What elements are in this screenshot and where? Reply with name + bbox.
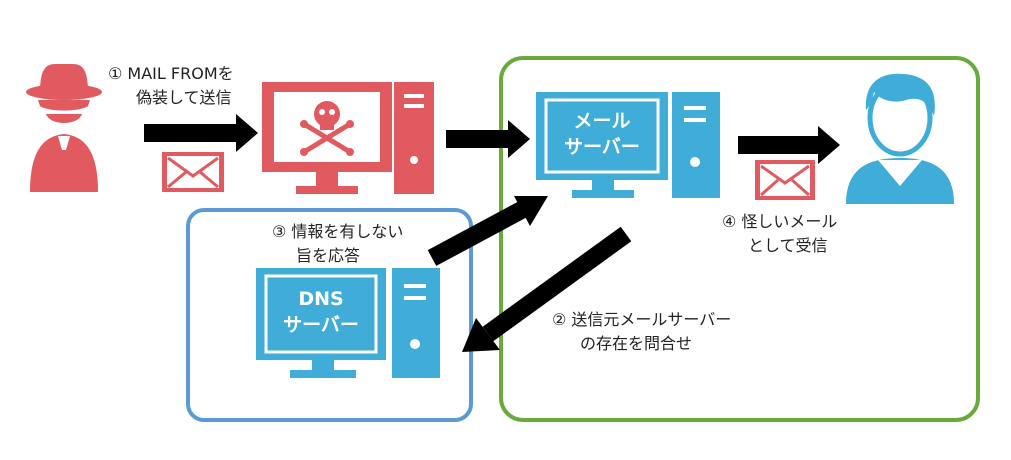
receiver-network-box <box>499 56 980 422</box>
dns-server-line2: サーバー <box>283 314 359 336</box>
arrow-2 <box>462 226 632 352</box>
mail-server-label: メール サーバー <box>546 108 658 160</box>
step2-line2: の存在を問合せ <box>580 334 693 353</box>
user-icon <box>846 73 954 204</box>
step4-line2: として受信 <box>748 236 828 255</box>
step2-label: ② 送信元メールサーバー の存在を問合せ <box>552 308 731 356</box>
spy-icon <box>26 64 102 192</box>
step3-line2: 旨を応答 <box>296 246 361 265</box>
arrow-1 <box>144 114 258 152</box>
arrow-3 <box>427 196 548 266</box>
step4-label: ④ 怪しいメール として受信 <box>722 210 837 258</box>
envelope-icon <box>162 152 224 192</box>
dns-server-pc <box>256 268 440 378</box>
step3-line1: ③ 情報を有しない <box>272 222 404 241</box>
dns-server-line1: DNS <box>298 288 344 310</box>
skull-crossbones-icon <box>300 101 354 156</box>
dns-server-label: DNS サーバー <box>266 286 376 338</box>
step1-label: ① MAIL FROMを 偽装して送信 <box>108 62 234 110</box>
step3-label: ③ 情報を有しない 旨を応答 <box>272 220 403 268</box>
step4-line1: ④ 怪しいメール <box>722 212 838 231</box>
mail-server-pc <box>536 92 720 198</box>
step1-line2: 偽装して送信 <box>136 88 232 107</box>
mail-server-line1: メール <box>573 110 631 132</box>
malicious-pc <box>262 82 434 194</box>
step1-line1: ① MAIL FROMを <box>108 64 234 83</box>
arrow-4 <box>738 126 840 164</box>
envelope-icon <box>755 160 815 200</box>
dns-network-box <box>186 208 473 422</box>
step2-line1: ② 送信元メールサーバー <box>552 310 732 329</box>
mail-server-line2: サーバー <box>564 136 640 158</box>
arrow-to-mail-server <box>446 120 530 158</box>
